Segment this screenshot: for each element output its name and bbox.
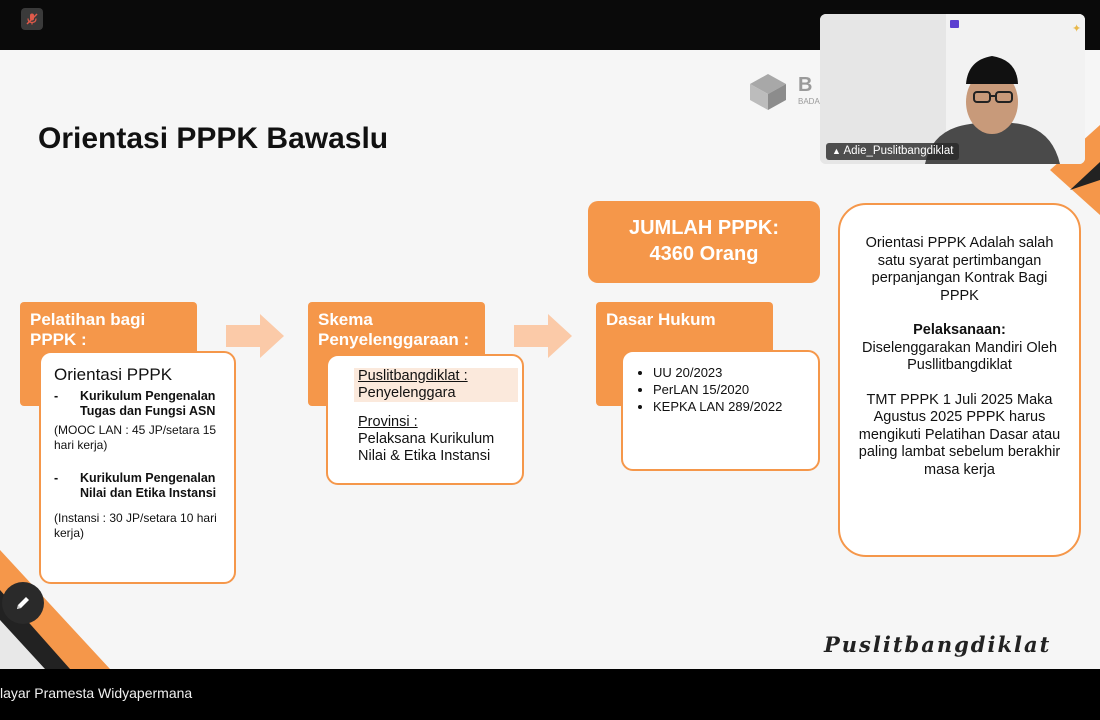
screen-share-label: layar Pramesta Widyapermana bbox=[0, 685, 193, 701]
legal-list: UU 20/2023 PerLAN 15/2020 KEPKA LAN 289/… bbox=[653, 364, 812, 415]
svg-text:✦: ✦ bbox=[1072, 22, 1081, 35]
bottom-bar: layar Pramesta Widyapermana bbox=[0, 669, 1100, 720]
logo-subtext: BADA bbox=[798, 97, 820, 106]
pen-icon[interactable] bbox=[2, 582, 44, 624]
scheme-card: Puslitbangdiklat : Penyelenggara Provins… bbox=[326, 354, 524, 485]
legal-item: UU 20/2023 bbox=[653, 364, 812, 381]
training-item-2: -Kurikulum Pengenalan Nilai dan Etika In… bbox=[54, 471, 217, 500]
watermark: Puslitbangdiklat bbox=[824, 632, 1052, 657]
training-item-1-note: (MOOC LAN : 45 JP/setara 15 hari kerja) bbox=[54, 423, 217, 452]
participant-name-label: ▲ Adie_Puslitbangdiklat bbox=[826, 143, 960, 160]
training-card-title: Orientasi PPPK bbox=[54, 365, 173, 384]
legal-item: PerLAN 15/2020 bbox=[653, 381, 812, 398]
total-pppk-label: JUMLAH PPPK: bbox=[628, 217, 779, 239]
training-item-2-note: (Instansi : 30 JP/setara 10 hari kerja) bbox=[54, 511, 217, 540]
scheme-entry-1-org: Puslitbangdiklat : bbox=[358, 368, 468, 384]
total-pppk-box: JUMLAH PPPK: 4360 Orang bbox=[588, 201, 820, 283]
mic-muted-icon[interactable] bbox=[21, 8, 43, 30]
info-intro: Orientasi PPPK Adalah salah satu syarat … bbox=[865, 235, 1054, 304]
legal-card: UU 20/2023 PerLAN 15/2020 KEPKA LAN 289/… bbox=[621, 350, 820, 471]
logo-text: B bbox=[798, 74, 813, 96]
bawaslu-logo-icon bbox=[750, 74, 786, 110]
info-impl-text: Diselenggarakan Mandiri Oleh Pusllitbang… bbox=[861, 339, 1058, 374]
scheme-entry-2: Provinsi : Pelaksana Kurikulum Nilai & E… bbox=[358, 414, 514, 465]
info-card: Orientasi PPPK Adalah salah satu syarat … bbox=[838, 203, 1081, 557]
info-impl-title: Pelaksanaan: bbox=[913, 322, 1006, 338]
arrow-right-icon bbox=[514, 314, 572, 358]
participant-video-frame: ✦ bbox=[820, 14, 1085, 164]
participant-video-tile[interactable]: ✦ ▲ Adie_Puslitbangdiklat bbox=[820, 14, 1085, 164]
slide-title: Orientasi PPPK Bawaslu bbox=[38, 122, 389, 155]
info-tmt: TMT PPPK 1 Juli 2025 Maka Agustus 2025 P… bbox=[858, 391, 1061, 478]
legal-item: KEPKA LAN 289/2022 bbox=[653, 398, 812, 415]
scheme-entry-2-role: Pelaksana Kurikulum Nilai & Etika Instan… bbox=[358, 431, 495, 464]
slide-decoration bbox=[0, 125, 1100, 669]
scheme-entry-1-role: Penyelenggara bbox=[358, 385, 456, 401]
pin-icon: ▲ bbox=[832, 146, 841, 156]
arrow-right-icon bbox=[226, 314, 284, 358]
scheme-entry-1: Puslitbangdiklat : Penyelenggara bbox=[354, 368, 518, 402]
training-card: Orientasi PPPK -Kurikulum Pengenalan Tug… bbox=[39, 351, 236, 584]
training-item-1: -Kurikulum Pengenalan Tugas dan Fungsi A… bbox=[54, 389, 216, 418]
scheme-entry-2-org: Provinsi : bbox=[358, 414, 418, 430]
total-pppk-value: 4360 Orang bbox=[649, 243, 759, 265]
